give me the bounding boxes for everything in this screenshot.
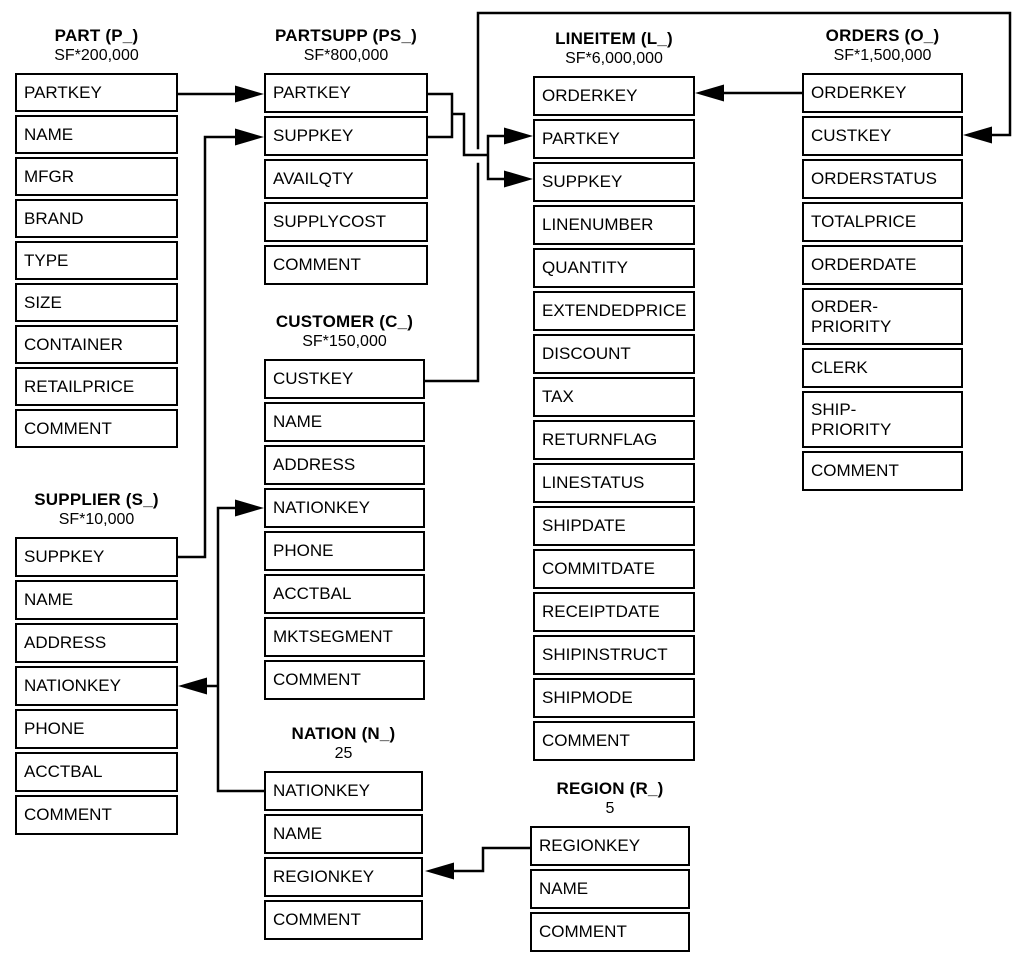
arrowhead-icon bbox=[235, 85, 264, 103]
edge-part-to-partsupp bbox=[176, 85, 264, 103]
column-supplier-name: NAME bbox=[15, 580, 178, 620]
column-part-container: CONTAINER bbox=[15, 325, 178, 364]
edge-region-to-nation bbox=[425, 846, 532, 880]
column-region-comment: COMMENT bbox=[530, 912, 690, 952]
arrowhead-icon bbox=[504, 127, 533, 145]
column-customer-mktsegment: MKTSEGMENT bbox=[264, 617, 425, 657]
column-partsupp-partkey: PARTKEY bbox=[264, 73, 428, 113]
column-lineitem-partkey: PARTKEY bbox=[533, 119, 695, 159]
column-orders-custkey: CUSTKEY bbox=[802, 116, 963, 156]
column-customer-comment: COMMENT bbox=[264, 660, 425, 700]
column-supplier-nationkey: NATIONKEY bbox=[15, 666, 178, 706]
table-title-lineitem: LINEITEM (L_) bbox=[555, 29, 673, 48]
column-lineitem-discount: DISCOUNT bbox=[533, 334, 695, 374]
column-lineitem-linestatus: LINESTATUS bbox=[533, 463, 695, 503]
table-title-supplier: SUPPLIER (S_) bbox=[34, 490, 159, 509]
table-title-region: REGION (R_) bbox=[556, 779, 664, 798]
column-supplier-comment: COMMENT bbox=[15, 795, 178, 835]
column-lineitem-returnflag: RETURNFLAG bbox=[533, 420, 695, 460]
column-orders-ship-priority: SHIP- PRIORITY bbox=[802, 391, 963, 448]
column-part-brand: BRAND bbox=[15, 199, 178, 238]
column-part-name: NAME bbox=[15, 115, 178, 154]
column-lineitem-linenumber: LINENUMBER bbox=[533, 205, 695, 245]
table-title-partsupp: PARTSUPP (PS_) bbox=[275, 26, 417, 45]
column-part-size: SIZE bbox=[15, 283, 178, 322]
column-nation-comment: COMMENT bbox=[264, 900, 423, 940]
table-cardinality-part: SF*200,000 bbox=[54, 47, 139, 64]
table-cardinality-lineitem: SF*6,000,000 bbox=[565, 50, 663, 67]
column-supplier-address: ADDRESS bbox=[15, 623, 178, 663]
arrowhead-icon bbox=[425, 862, 454, 880]
column-lineitem-orderkey: ORDERKEY bbox=[533, 76, 695, 116]
column-lineitem-suppkey: SUPPKEY bbox=[533, 162, 695, 202]
table-cardinality-supplier: SF*10,000 bbox=[58, 511, 135, 528]
arrowhead-icon bbox=[695, 84, 724, 102]
column-partsupp-comment: COMMENT bbox=[264, 245, 428, 285]
arrowhead-icon bbox=[235, 128, 264, 146]
edge-supplier-to-partsupp bbox=[176, 128, 264, 559]
edge-orders-to-lineitem bbox=[695, 84, 804, 102]
column-supplier-phone: PHONE bbox=[15, 709, 178, 749]
column-part-retailprice: RETAILPRICE bbox=[15, 367, 178, 406]
edge-partsupp-to-lineitem bbox=[426, 92, 533, 188]
column-region-regionkey: REGIONKEY bbox=[530, 826, 690, 866]
column-customer-nationkey: NATIONKEY bbox=[264, 488, 425, 528]
column-supplier-acctbal: ACCTBAL bbox=[15, 752, 178, 792]
column-part-mfgr: MFGR bbox=[15, 157, 178, 196]
column-nation-nationkey: NATIONKEY bbox=[264, 771, 423, 811]
column-lineitem-commitdate: COMMITDATE bbox=[533, 549, 695, 589]
column-nation-name: NAME bbox=[264, 814, 423, 854]
column-partsupp-suppkey: SUPPKEY bbox=[264, 116, 428, 156]
column-orders-clerk: CLERK bbox=[802, 348, 963, 388]
column-lineitem-quantity: QUANTITY bbox=[533, 248, 695, 288]
column-part-comment: COMMENT bbox=[15, 409, 178, 448]
column-customer-acctbal: ACCTBAL bbox=[264, 574, 425, 614]
arrowhead-icon bbox=[504, 170, 533, 188]
table-cardinality-region: 5 bbox=[605, 800, 615, 817]
column-orders-totalprice: TOTALPRICE bbox=[802, 202, 963, 242]
column-lineitem-tax: TAX bbox=[533, 377, 695, 417]
arrowhead-icon bbox=[963, 126, 992, 144]
column-orders-orderdate: ORDERDATE bbox=[802, 245, 963, 285]
column-customer-custkey: CUSTKEY bbox=[264, 359, 425, 399]
table-cardinality-nation: 25 bbox=[334, 745, 353, 762]
column-customer-name: NAME bbox=[264, 402, 425, 442]
edge-nation-to-customer-and-supplier bbox=[178, 499, 266, 793]
table-cardinality-orders: SF*1,500,000 bbox=[833, 47, 932, 64]
column-nation-regionkey: REGIONKEY bbox=[264, 857, 423, 897]
column-part-type: TYPE bbox=[15, 241, 178, 280]
column-orders-comment: COMMENT bbox=[802, 451, 963, 491]
arrowhead-icon bbox=[178, 677, 207, 695]
table-title-customer: CUSTOMER (C_) bbox=[275, 312, 414, 331]
column-orders-orderstatus: ORDERSTATUS bbox=[802, 159, 963, 199]
column-lineitem-shipinstruct: SHIPINSTRUCT bbox=[533, 635, 695, 675]
column-lineitem-comment: COMMENT bbox=[533, 721, 695, 761]
table-cardinality-partsupp: SF*800,000 bbox=[303, 47, 389, 64]
column-customer-address: ADDRESS bbox=[264, 445, 425, 485]
table-title-orders: ORDERS (O_) bbox=[825, 26, 940, 45]
column-supplier-suppkey: SUPPKEY bbox=[15, 537, 178, 577]
column-orders-orderkey: ORDERKEY bbox=[802, 73, 963, 113]
column-lineitem-receiptdate: RECEIPTDATE bbox=[533, 592, 695, 632]
column-orders-order-priority: ORDER- PRIORITY bbox=[802, 288, 963, 345]
table-cardinality-customer: SF*150,000 bbox=[302, 333, 387, 350]
column-lineitem-extendedprice: EXTENDEDPRICE bbox=[533, 291, 695, 331]
table-title-part: PART (P_) bbox=[54, 26, 139, 45]
column-region-name: NAME bbox=[530, 869, 690, 909]
column-lineitem-shipdate: SHIPDATE bbox=[533, 506, 695, 546]
column-lineitem-shipmode: SHIPMODE bbox=[533, 678, 695, 718]
column-part-partkey: PARTKEY bbox=[15, 73, 178, 112]
column-partsupp-supplycost: SUPPLYCOST bbox=[264, 202, 428, 242]
table-title-nation: NATION (N_) bbox=[291, 724, 396, 743]
arrowhead-icon bbox=[235, 499, 264, 517]
column-partsupp-availqty: AVAILQTY bbox=[264, 159, 428, 199]
column-customer-phone: PHONE bbox=[264, 531, 425, 571]
